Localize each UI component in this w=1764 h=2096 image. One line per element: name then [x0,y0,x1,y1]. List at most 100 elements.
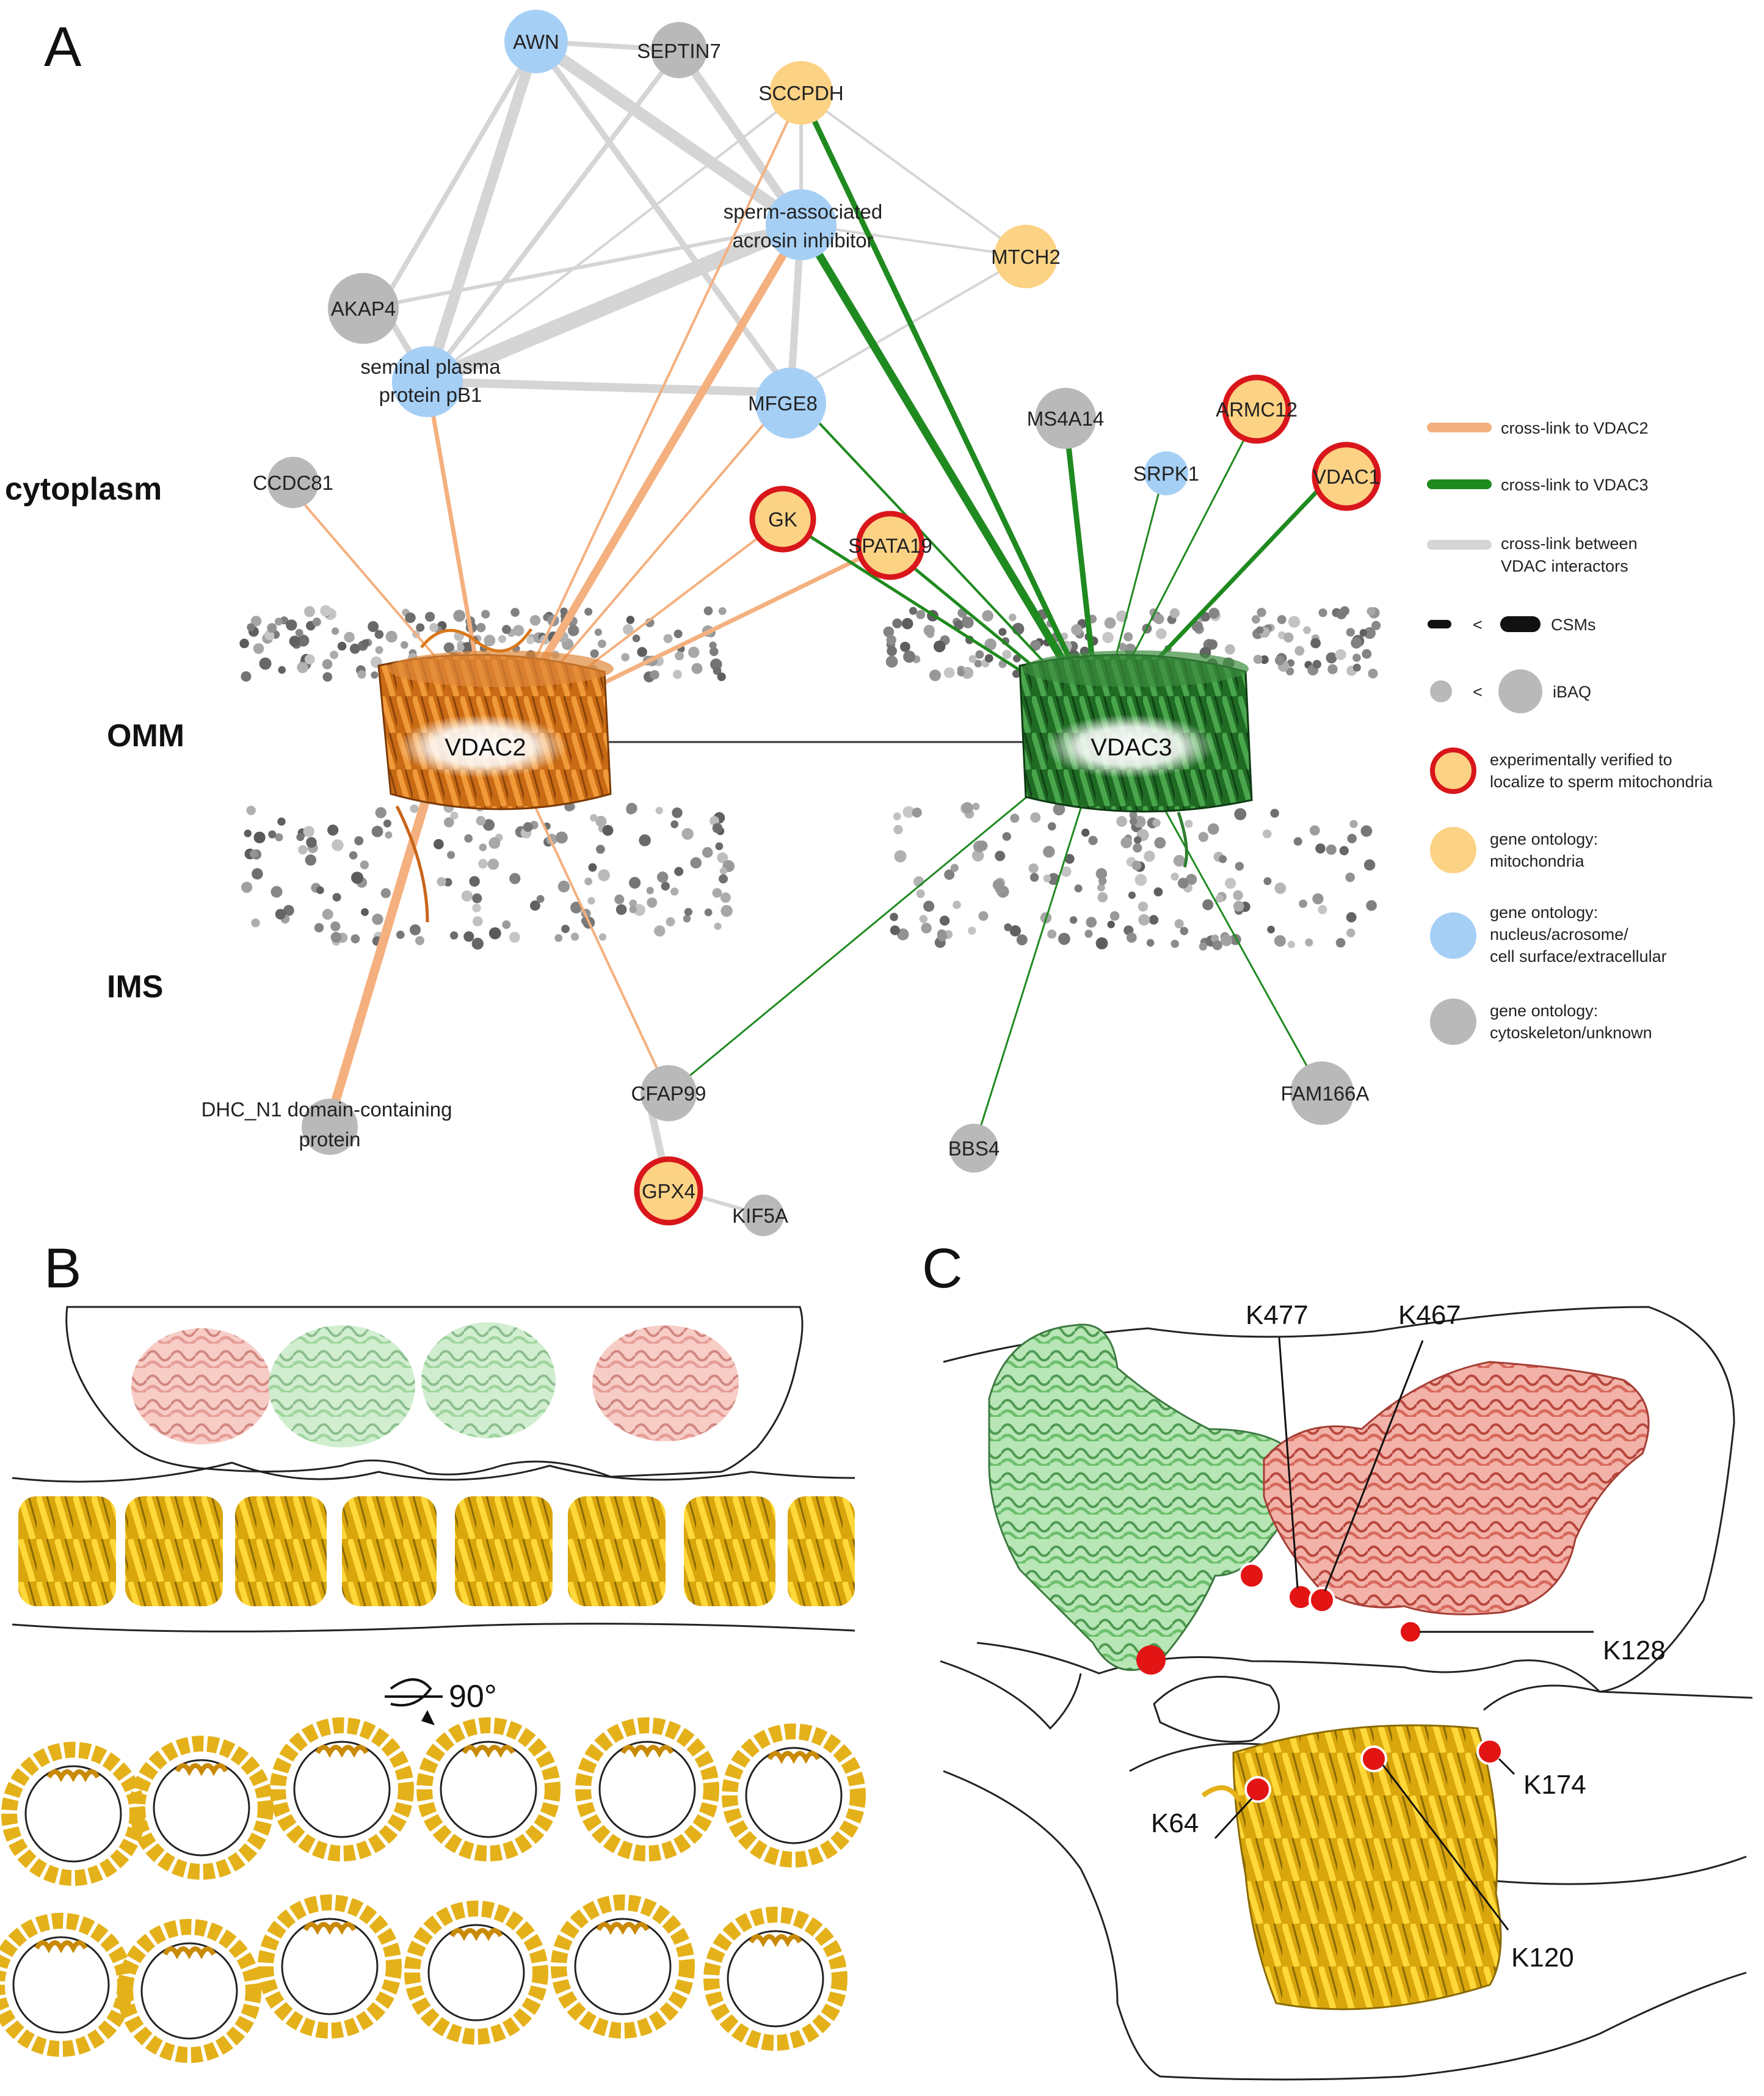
vdac-loop-c [1201,1785,1242,1803]
membrane-particle [704,908,713,917]
residue-leaders [1214,1337,1594,1930]
vdac-helix [620,1745,674,1758]
residue-dot-k467 [1308,1587,1335,1614]
legend-verified-swatch [1430,748,1476,794]
membrane-particle [1294,646,1305,656]
membrane-particle [590,649,599,658]
membrane-particle [1030,639,1041,651]
membrane-particle [453,610,466,622]
membrane-particle [306,837,317,848]
membrane-particle [268,830,277,839]
membrane-particle [1047,930,1057,939]
membrane-particle [479,843,487,851]
membrane-particle [596,845,605,854]
density-outline-c [943,1306,1735,1693]
membrane-particle [472,893,482,903]
membrane-particle [886,635,896,646]
membrane-particle [1095,937,1108,950]
membrane-particle [461,890,473,902]
membrane-particle [1116,816,1127,827]
membrane-particle [584,608,593,616]
membrane-particle [1351,637,1362,649]
membrane-particle [1288,616,1301,628]
membrane-particle [1263,877,1272,886]
membrane-particle [650,670,659,680]
membrane-particle [1186,873,1197,886]
membrane-particle [322,909,333,920]
membrane-particle [383,819,391,828]
node-vdac1 [1312,442,1381,511]
membrane-particle [1180,926,1189,936]
membrane-particle [684,908,692,916]
membrane-particle [554,934,563,942]
membrane-particle [1134,836,1142,844]
membrane-particle [657,872,669,883]
membrane-particle [661,881,670,891]
membrane-particle [305,854,316,866]
membrane-particle [1221,934,1233,947]
membrane-particle [629,906,637,914]
node-kif5a [742,1195,784,1236]
membrane-particle [720,904,733,917]
membrane-particle [416,623,425,632]
membrane-particle [488,837,501,849]
membrane-particle [1191,620,1203,632]
membrane-particle [916,889,925,898]
membrane-particle [405,612,416,624]
vdac2-label: VDAC2 [445,734,526,761]
membrane-particle [1274,882,1287,894]
label-mfge8: MFGE8 [748,392,818,415]
legend-nucleus-swatch [1430,912,1476,959]
membrane-particle [1174,919,1184,929]
membrane-particle [447,851,456,859]
label-spata19: SPATA19 [848,534,932,557]
membrane-particle [720,892,731,903]
membrane-particle [1257,608,1266,617]
membrane-particle [595,815,607,828]
membrane-particle [1153,614,1164,624]
membrane-particle [690,857,702,869]
membrane-particle [1346,912,1357,923]
membrane-particle [360,861,369,870]
membrane-particle [322,672,333,682]
membrane-particle [1360,825,1373,837]
region-omm: OMM [107,718,184,754]
network-nodes [267,10,1381,1236]
membrane-particle [962,802,973,813]
membrane-particle [1252,615,1260,624]
membrane-particle [410,804,419,813]
membrane-particle [655,807,663,815]
membrane-particle [1363,859,1376,871]
membrane-particle [1009,613,1017,622]
label-dhc-line2: protein [299,1128,361,1151]
membrane-particle [962,616,974,628]
membrane-particle [670,887,679,896]
membrane-particle [1362,649,1372,659]
membrane-particle [602,824,614,836]
membrane-particle [253,643,264,654]
panel-b-letter: B [44,1237,81,1300]
label-mtch2: MTCH2 [991,246,1061,268]
panel-a: A [5,10,1713,1236]
label-bbs4: BBS4 [948,1137,1000,1160]
membrane-particle [950,864,959,872]
membrane-particle [992,879,1004,891]
membrane-particle [974,660,982,668]
membrane-particle [449,931,459,940]
membrane-particle [1283,632,1294,643]
membrane-particle [1260,655,1269,664]
membrane-particle [330,921,341,931]
node-ms4a14 [1035,388,1096,449]
membrane-particle [903,650,916,663]
membrane-particle [304,606,315,617]
membrane-particle [270,886,283,898]
membrane-particle [1207,639,1218,650]
membrane-particle [330,650,338,660]
membrane-particle [1274,935,1286,947]
membrane-particle [561,925,570,933]
legend-ibaq-small [1430,680,1452,702]
label-spai-line2: acrosin inhibitor [732,229,873,252]
vdac-helix [315,1745,369,1758]
panel-c: C [922,1237,1753,2081]
membrane-particle [673,629,683,638]
